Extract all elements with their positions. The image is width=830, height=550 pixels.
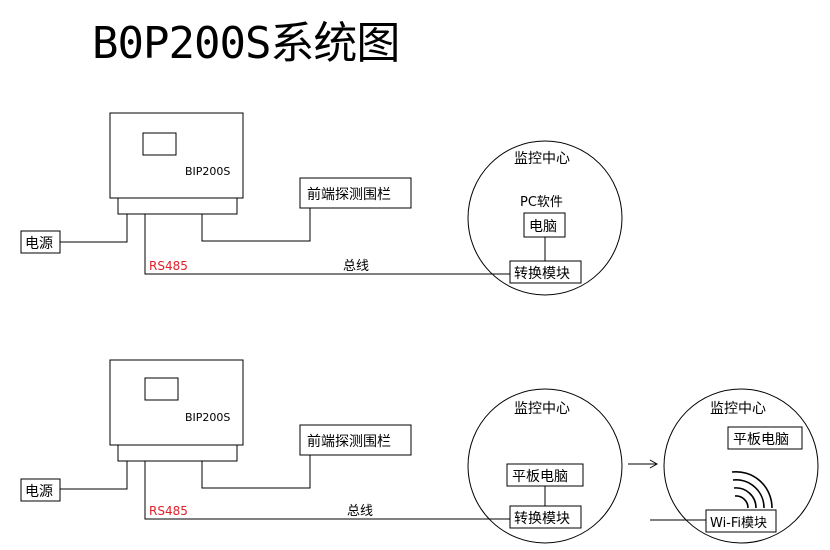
top-power-label: 电源: [25, 236, 53, 252]
top-computer-label: 电脑: [529, 219, 557, 235]
top-pc-software-label: PC软件: [520, 195, 563, 210]
bottom-controller-display: [144, 377, 179, 401]
bottom-power-box: [20, 478, 61, 502]
bottom-controller-box: [109, 359, 244, 446]
top-bus-label: 总线: [343, 259, 369, 274]
bottom-center-title: 监控中心: [514, 401, 570, 417]
top-system: BIP200S 电源 前端探测围栏 RS485 总线 监控中心 PC软件 电脑 …: [20, 112, 623, 296]
top-fence-wire: [201, 208, 311, 242]
top-power-wire: [60, 214, 128, 243]
bottom-bus-line: [144, 461, 510, 520]
top-controller-label: BIP200S: [185, 165, 230, 178]
bottom-fence-box: [299, 424, 412, 456]
bottom-monitoring-center-circle: [467, 388, 623, 544]
wifi-module-label: Wi-Fi模块: [710, 516, 767, 531]
bottom-converter-label: 转换模块: [514, 510, 570, 527]
remote-monitoring-center-circle: [663, 388, 819, 544]
bottom-power-wire: [60, 461, 128, 490]
bottom-fence-label: 前端探测围栏: [307, 433, 391, 450]
wifi-module-box: [705, 509, 777, 533]
bottom-fence-wire: [201, 455, 311, 489]
top-fence-box: [299, 177, 412, 209]
wifi-signal-icon: [731, 470, 773, 509]
top-controller-terminal: [117, 197, 238, 215]
bottom-tablet-label: 平板电脑: [512, 469, 568, 485]
top-fence-label: 前端探测围栏: [307, 186, 391, 203]
remote-center-title: 监控中心: [710, 401, 766, 417]
remote-tablet-box: [727, 426, 803, 450]
top-center-title: 监控中心: [514, 151, 570, 167]
bottom-power-label: 电源: [25, 484, 53, 500]
bottom-controller-label: BIP200S: [185, 411, 230, 424]
top-monitoring-center-circle: [467, 140, 623, 296]
bottom-controller-terminal: [117, 444, 238, 462]
wireless-arrow-head: [649, 459, 659, 469]
top-converter-box: [509, 260, 582, 284]
remote-tablet-label: 平板电脑: [733, 432, 789, 448]
top-controller-display: [142, 132, 177, 156]
bottom-bus-label: 总线: [347, 504, 373, 519]
top-converter-label: 转换模块: [514, 265, 570, 282]
bottom-converter-box: [509, 505, 582, 529]
bottom-system: BIP200S 电源 前端探测围栏 RS485 总线 监控中心 平板电脑 转换模…: [20, 359, 819, 544]
top-bus-line: [144, 214, 510, 275]
bottom-rs485-label: RS485: [149, 504, 188, 518]
top-rs485-label: RS485: [149, 259, 188, 273]
page-title: B0P200S系统图: [92, 18, 400, 69]
